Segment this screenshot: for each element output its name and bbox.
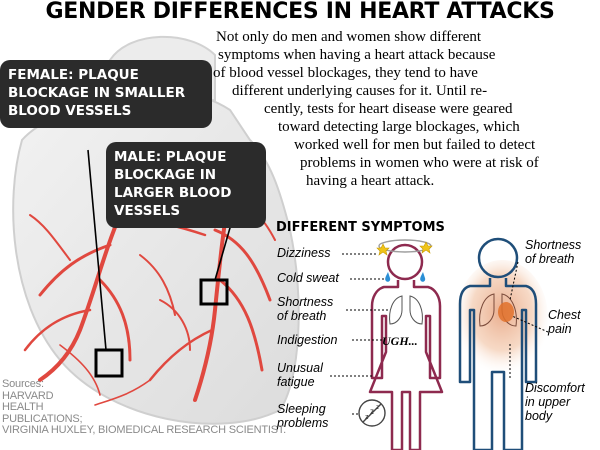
- symptom-line: Unusual: [277, 361, 323, 375]
- symptom-line: fatigue: [277, 375, 315, 389]
- male-symptom-leaders: [509, 261, 549, 378]
- page-title: GENDER DIFFERENCES IN HEART ATTACKS: [45, 0, 555, 24]
- female-callout: FEMALE: PLAQUE BLOCKAGE IN SMALLER BLOOD…: [0, 60, 212, 128]
- symptom-line: of breath: [277, 309, 327, 323]
- male-figure: [458, 237, 538, 450]
- symptom-shortness-of-breath-male: Shortness of breath: [525, 238, 581, 266]
- female-symptom-leaders: [330, 253, 390, 415]
- symptom-line: Shortness: [525, 238, 582, 252]
- intro-line: having a heart attack.: [306, 173, 435, 189]
- intro-line: toward detecting large blockages, which: [278, 119, 520, 135]
- symptom-discomfort-upper-body: Discomfort in upper body: [525, 381, 585, 423]
- intro-line: worked well for men but failed to detect: [294, 137, 536, 153]
- symptom-sleeping-problems: Sleeping problems: [277, 402, 328, 430]
- indigestion-exclamation: UGH...: [382, 334, 418, 348]
- intro-line: of blood vessel blockages, they tend to …: [213, 65, 478, 81]
- female-blockage-marker: [94, 348, 124, 378]
- symptom-line: Discomfort: [525, 381, 585, 395]
- svg-text:z: z: [365, 414, 369, 421]
- symptom-shortness-of-breath-female: Shortness of breath: [277, 295, 333, 323]
- female-pointer-line: [87, 149, 107, 351]
- symptom-line: in upper: [525, 395, 571, 409]
- dizzy-star-icons: [376, 241, 433, 256]
- male-callout-line: BLOCKAGE IN: [114, 167, 217, 183]
- sleep-zzz-icon: z z z: [358, 399, 386, 427]
- intro-line: symptoms when having a heart attack beca…: [218, 47, 496, 63]
- sources-line: HEALTH: [2, 401, 44, 414]
- female-callout-line: FEMALE: PLAQUE: [8, 67, 139, 83]
- female-figure: [368, 243, 444, 450]
- sources-line: VIRGINIA HUXLEY, BIOMEDICAL RESEARCH SCI…: [2, 424, 287, 437]
- symptom-line: Sleeping: [277, 402, 326, 416]
- male-callout-line: VESSELS: [114, 203, 181, 219]
- male-heart-spot: [498, 302, 514, 322]
- sources-line: HARVARD: [2, 389, 54, 402]
- symptom-line: pain: [548, 322, 572, 336]
- male-callout: MALE: PLAQUE BLOCKAGE IN LARGER BLOOD VE…: [106, 142, 266, 228]
- symptom-unusual-fatigue: Unusual fatigue: [277, 361, 323, 389]
- sweat-drop-icons: [385, 272, 426, 282]
- symptoms-heading: DIFFERENT SYMPTOMS: [276, 220, 445, 235]
- intro-line: Not only do men and women show different: [216, 29, 482, 45]
- symptom-line: problems: [277, 416, 329, 430]
- symptom-cold-sweat: Cold sweat: [277, 271, 339, 285]
- intro-line: different underlying causes for it. Unti…: [232, 83, 488, 99]
- intro-line: cently, tests for heart disease were gea…: [264, 101, 513, 117]
- sources-credit: Sources: HARVARD HEALTH PUBLICATIONS; VI…: [2, 378, 287, 437]
- symptom-dizziness: Dizziness: [277, 246, 331, 260]
- symptom-indigestion: Indigestion: [277, 333, 338, 347]
- svg-text:z: z: [370, 407, 374, 416]
- symptom-line: Shortness: [277, 295, 334, 309]
- male-callout-line: LARGER BLOOD: [114, 185, 232, 201]
- female-callout-line: BLOOD VESSELS: [8, 103, 132, 119]
- female-lungs: [389, 295, 423, 325]
- sources-line: Sources:: [2, 378, 44, 390]
- male-blockage-marker: [199, 278, 229, 306]
- intro-line: problems in women who were at risk of: [300, 155, 539, 171]
- symptom-line: body: [525, 409, 553, 423]
- male-callout-line: MALE: PLAQUE: [114, 149, 227, 165]
- symptom-line: of breath: [525, 252, 575, 266]
- symptom-chest-pain: Chest pain: [548, 308, 581, 336]
- svg-text:z: z: [376, 405, 379, 411]
- symptom-line: Chest: [548, 308, 581, 322]
- female-callout-line: BLOCKAGE IN SMALLER: [8, 85, 186, 101]
- sources-line: PUBLICATIONS;: [2, 412, 83, 425]
